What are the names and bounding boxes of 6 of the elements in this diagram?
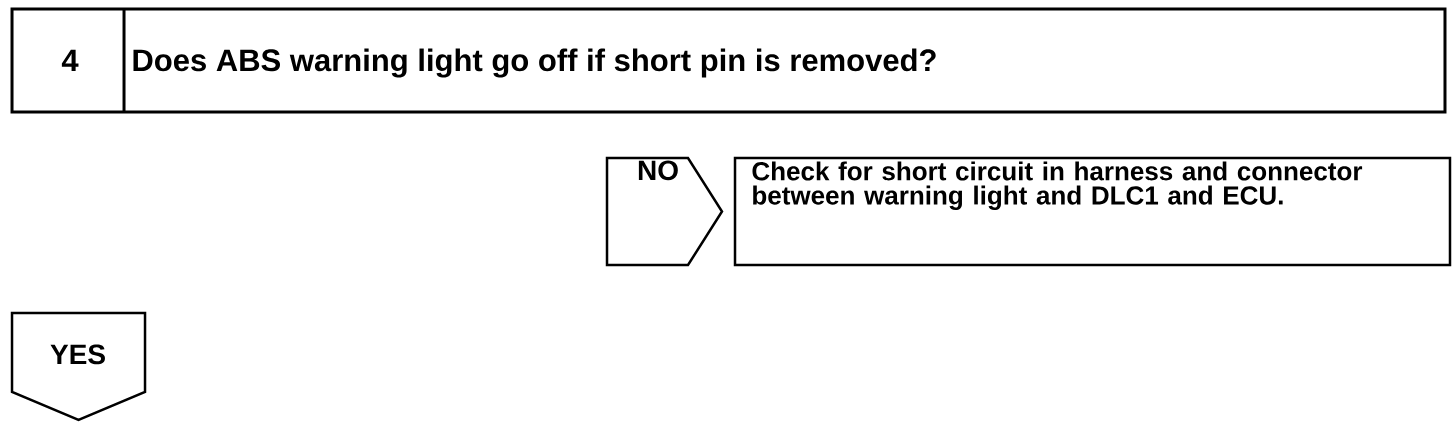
action-box: Check for short circuit in harness and connector between warning light and DLC1 and ECU. — [733, 156, 1452, 267]
arrow-shaped-box: NO — [605, 156, 724, 267]
step-number: 4 — [61, 49, 79, 71]
question-text: Does ABS warning light go off if short pin is removed? — [133, 48, 936, 78]
question-box — [10, 7, 1447, 114]
arrow-shaped-box: YES — [10, 311, 147, 422]
